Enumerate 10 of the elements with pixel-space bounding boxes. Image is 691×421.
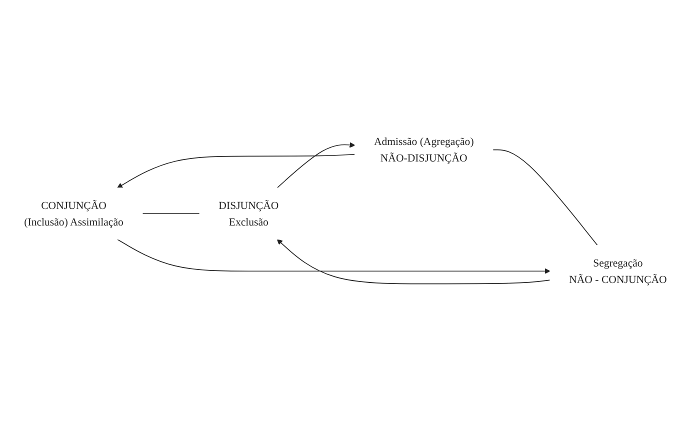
- arrow: [117, 154, 356, 188]
- arrow: [276, 239, 550, 284]
- arrow: [276, 142, 356, 188]
- connector: [492, 149, 598, 246]
- arrow: [116, 238, 550, 274]
- node-text: CONJUNÇÃO (Inclusão) Assimilação: [24, 199, 124, 228]
- node-text: Admissão (Agregação) NÃO-DISJUNÇÃO: [374, 136, 474, 164]
- connector: [142, 213, 200, 214]
- node-text: DISJUNÇÃO Exclusão: [218, 199, 279, 228]
- node-text: Segregação NÃO - CONJUNÇÃO: [569, 256, 667, 286]
